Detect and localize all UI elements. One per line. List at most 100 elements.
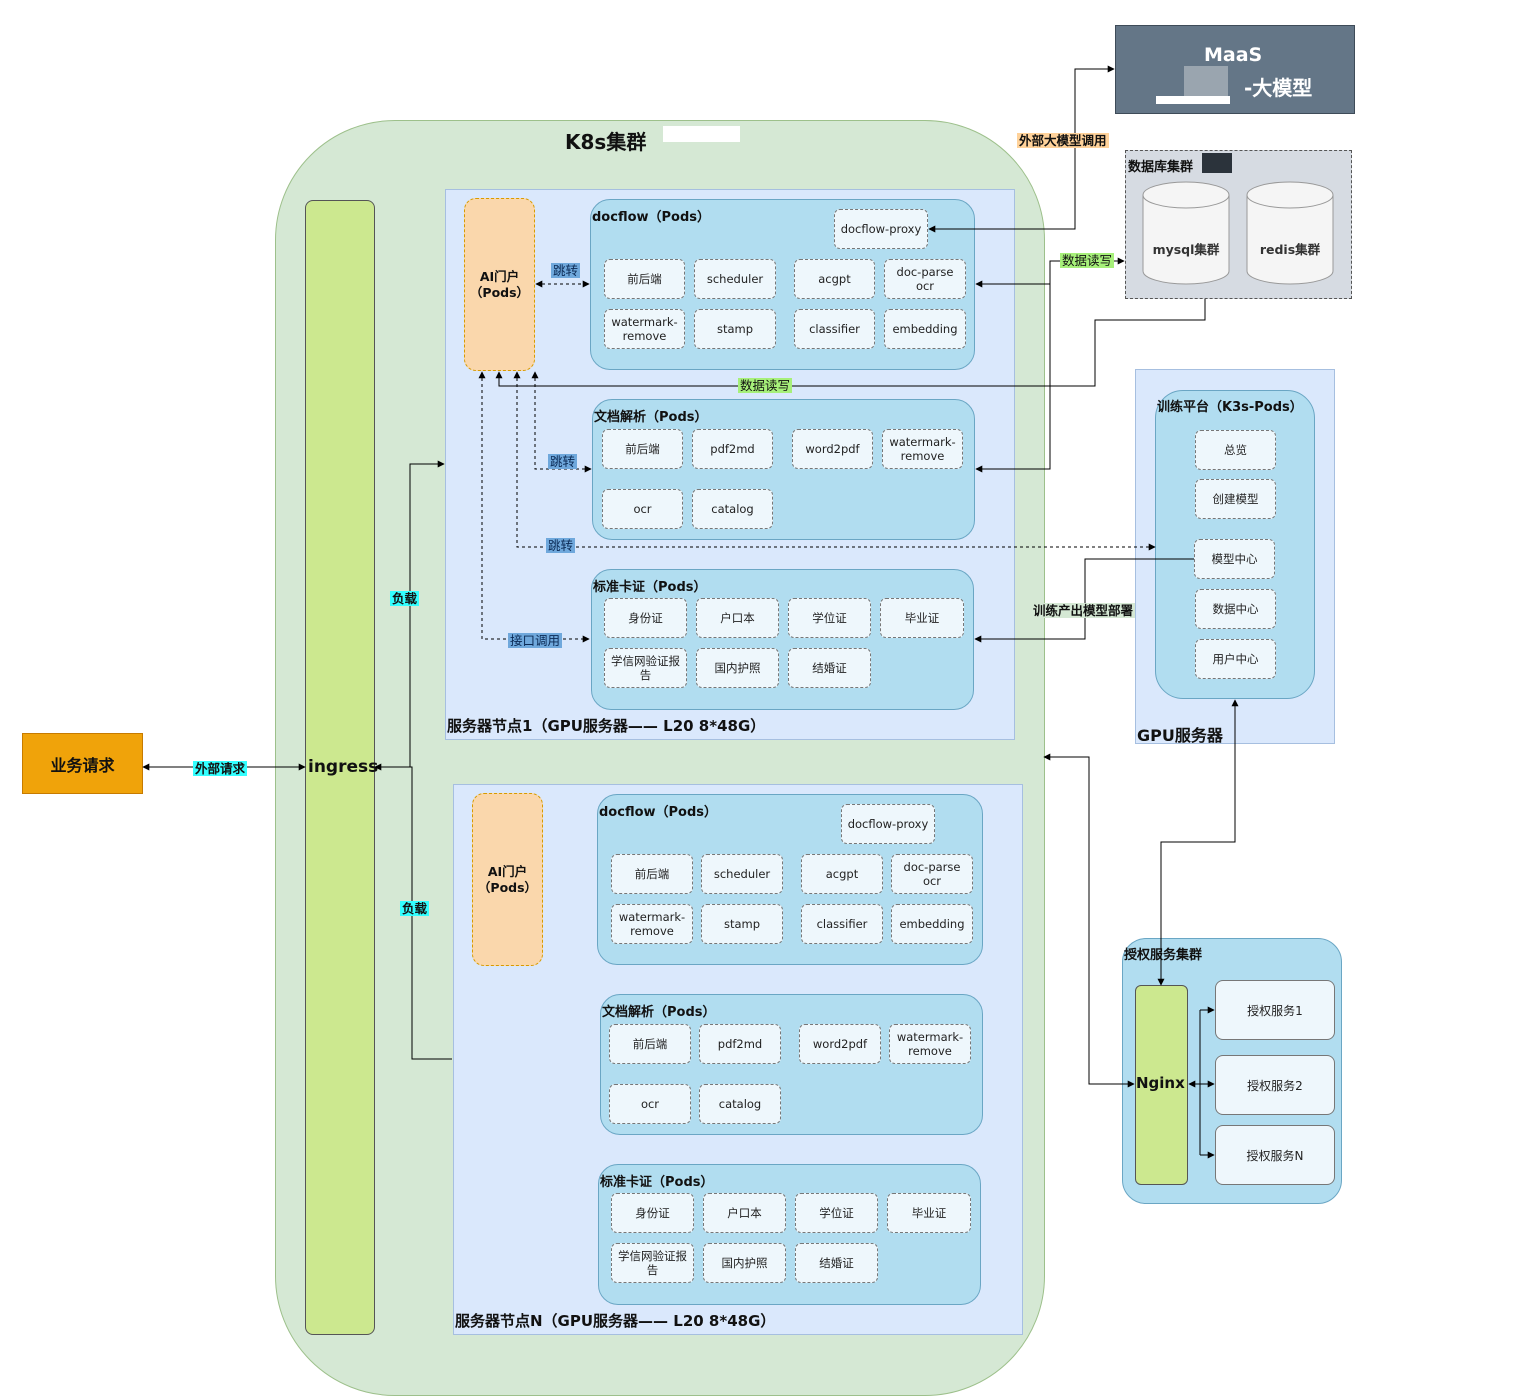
pod-label: stamp	[716, 322, 754, 336]
edge-label-load: 负载	[400, 901, 430, 916]
pod-label: doc-parse ocr	[896, 265, 954, 293]
edge-load-node1	[374, 460, 445, 771]
pod-frontend[interactable]: 前后端	[611, 854, 693, 894]
pod-passport[interactable]: 国内护照	[703, 1243, 786, 1283]
redaction-block	[1184, 66, 1228, 96]
pod-watermark-remove[interactable]: watermark- remove	[604, 309, 685, 349]
pod-label: 身份证	[628, 611, 663, 625]
server-node-1-label: 服务器节点1（GPU服务器—— L20 8*48G）	[447, 717, 766, 735]
pod-id-card[interactable]: 身份证	[611, 1193, 694, 1233]
pod-frontend[interactable]: 前后端	[609, 1024, 691, 1064]
pod-frontend[interactable]: 前后端	[604, 259, 685, 299]
pod-doc-parse-ocr[interactable]: doc-parse ocr	[891, 854, 973, 894]
pod-acgpt[interactable]: acgpt	[794, 259, 875, 299]
pod-watermark-remove[interactable]: watermark- remove	[611, 904, 693, 944]
pod-label: 模型中心	[1211, 552, 1258, 566]
edge-label-api-call: 接口调用	[508, 633, 563, 648]
k8s-cluster-title: K8s集群	[565, 130, 647, 154]
database-cluster-title: 数据库集群	[1128, 160, 1194, 175]
pod-label: 结婚证	[812, 661, 847, 675]
train-data-center[interactable]: 数据中心	[1195, 589, 1276, 629]
pod-degree-cert[interactable]: 学位证	[795, 1193, 878, 1233]
pod-classifier[interactable]: classifier	[794, 309, 875, 349]
business-request-label: 业务请求	[50, 755, 115, 775]
train-user-center[interactable]: 用户中心	[1195, 639, 1276, 679]
pod-pdf2md[interactable]: pdf2md	[699, 1024, 781, 1064]
redis-label: redis集群	[1259, 242, 1321, 257]
edge-external-llm	[928, 65, 1115, 233]
edge-label-load: 负载	[390, 591, 420, 606]
pod-graduation-cert[interactable]: 毕业证	[880, 598, 964, 638]
pod-label: scheduler	[706, 272, 764, 286]
redis-cylinder-icon[interactable]	[1246, 181, 1334, 285]
ai-portal-n[interactable]: AI门户 （Pods）	[472, 793, 543, 966]
pod-household-register[interactable]: 户口本	[703, 1193, 786, 1233]
pod-label: classifier	[809, 322, 860, 336]
maas-box[interactable]: MaaS -大模型	[1115, 25, 1355, 114]
pod-label: 学信网验证报 告	[618, 1249, 687, 1277]
pod-graduation-cert[interactable]: 毕业证	[887, 1193, 971, 1233]
pod-label: classifier	[816, 917, 868, 931]
pod-ocr[interactable]: ocr	[609, 1084, 691, 1124]
pod-household-register[interactable]: 户口本	[696, 598, 779, 638]
pod-label: 用户中心	[1212, 652, 1259, 666]
edge-label-data-rw: 数据读写	[1060, 253, 1115, 268]
auth-service-n[interactable]: 授权服务N	[1215, 1125, 1335, 1185]
pod-word2pdf[interactable]: word2pdf	[799, 1024, 881, 1064]
pod-label: docflow-proxy	[840, 222, 922, 236]
docflow-proxy-1[interactable]: docflow-proxy	[834, 209, 928, 249]
pod-label: 前后端	[634, 867, 670, 881]
pod-label: doc-parse ocr	[903, 860, 961, 888]
pod-label: word2pdf	[812, 1037, 868, 1051]
redaction-block	[1156, 96, 1230, 104]
train-create-model[interactable]: 创建模型	[1195, 479, 1276, 519]
pod-id-card[interactable]: 身份证	[604, 598, 687, 638]
pod-chsi-report[interactable]: 学信网验证报 告	[604, 648, 687, 688]
business-request[interactable]: 业务请求	[22, 733, 143, 794]
pod-label: 总览	[1224, 443, 1247, 457]
ai-portal-1[interactable]: AI门户 （Pods）	[464, 198, 535, 371]
auth-service-2[interactable]: 授权服务2	[1215, 1055, 1335, 1115]
edge-label-jump: 跳转	[546, 538, 576, 553]
pod-scheduler[interactable]: scheduler	[701, 854, 783, 894]
pod-embedding[interactable]: embedding	[891, 904, 973, 944]
pod-label: 国内护照	[721, 1256, 768, 1270]
edge-api-call	[478, 371, 590, 643]
pod-marriage-cert[interactable]: 结婚证	[795, 1243, 878, 1283]
docparse-group-n-title: 文档解析（Pods）	[602, 1005, 716, 1020]
pod-label: 前后端	[627, 272, 662, 286]
docflow-group-1-title: docflow（Pods）	[592, 210, 711, 225]
pod-chsi-report[interactable]: 学信网验证报 告	[611, 1243, 694, 1283]
pod-classifier[interactable]: classifier	[801, 904, 883, 944]
pod-label: 身份证	[635, 1206, 670, 1220]
pod-label: stamp	[723, 917, 761, 931]
ai-portal-1-label: AI门户 （Pods）	[469, 268, 530, 300]
auth-service-1[interactable]: 授权服务1	[1215, 980, 1335, 1040]
mysql-cylinder-icon[interactable]	[1142, 181, 1230, 285]
pod-watermark-remove[interactable]: watermark- remove	[889, 1024, 971, 1064]
pod-doc-parse-ocr[interactable]: doc-parse ocr	[884, 259, 966, 299]
redaction-block	[1202, 153, 1232, 173]
nginx-label: Nginx	[1136, 1074, 1185, 1092]
pod-catalog[interactable]: catalog	[699, 1084, 781, 1124]
pod-stamp[interactable]: stamp	[701, 904, 783, 944]
pod-scheduler[interactable]: scheduler	[694, 259, 776, 299]
train-model-center[interactable]: 模型中心	[1194, 539, 1275, 579]
pod-marriage-cert[interactable]: 结婚证	[788, 648, 871, 688]
pod-embedding[interactable]: embedding	[884, 309, 966, 349]
train-overview[interactable]: 总览	[1195, 430, 1276, 470]
pod-label: 毕业证	[911, 1206, 947, 1220]
edge-deploy	[974, 558, 1194, 643]
pod-label: docflow-proxy	[847, 817, 929, 831]
pod-label: catalog	[718, 1097, 762, 1111]
pod-label: acgpt	[818, 272, 851, 286]
pod-label: 户口本	[727, 1206, 762, 1220]
pod-degree-cert[interactable]: 学位证	[788, 598, 871, 638]
docflow-proxy-n[interactable]: docflow-proxy	[841, 804, 935, 844]
pod-passport[interactable]: 国内护照	[696, 648, 779, 688]
pod-label: watermark- remove	[896, 1030, 964, 1058]
pod-acgpt[interactable]: acgpt	[801, 854, 883, 894]
pod-stamp[interactable]: stamp	[694, 309, 776, 349]
nginx[interactable]	[1135, 985, 1188, 1185]
